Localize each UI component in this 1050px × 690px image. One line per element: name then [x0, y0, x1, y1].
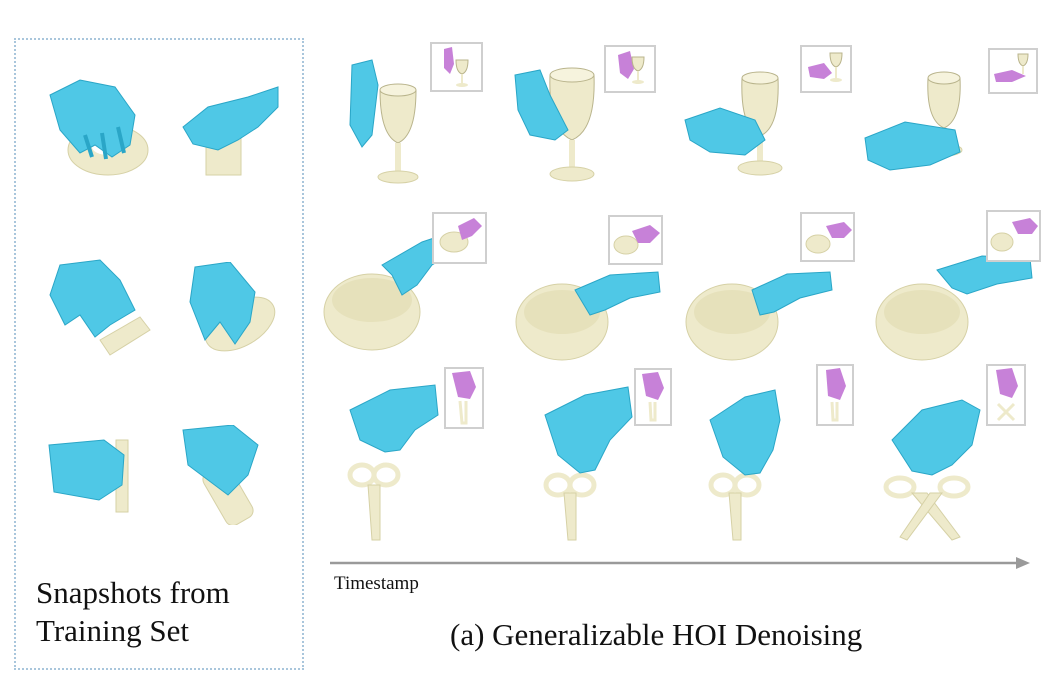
training-set-panel	[14, 38, 304, 670]
inset-scissors-4	[986, 364, 1026, 426]
inset-hand-icon	[444, 47, 469, 87]
frame-scissors-2	[543, 386, 633, 541]
inset-hand-icon	[618, 51, 645, 84]
inset-glass-4	[988, 48, 1038, 94]
frame-bowl-3	[685, 271, 833, 361]
inset-glass-3	[800, 45, 852, 93]
frame-glass-4	[864, 71, 963, 171]
frame-scissors-4	[883, 399, 981, 541]
inset-hand-icon	[613, 225, 660, 255]
frame-scissors-1	[347, 384, 439, 541]
inset-glass-2	[604, 45, 656, 93]
training-snapshot-plate	[48, 439, 129, 513]
training-snapshot-bar	[49, 259, 151, 356]
training-snapshot-mouse	[189, 262, 276, 352]
inset-bowl-3	[800, 212, 855, 262]
inset-bowl-1	[432, 212, 487, 264]
figure-caption: (a) Generalizable HOI Denoising	[450, 617, 863, 652]
timeline-label: Timestamp	[334, 573, 419, 594]
training-snapshot-phone	[182, 425, 259, 525]
inset-hand-icon	[994, 53, 1029, 82]
inset-scissors-1	[444, 367, 484, 429]
inset-scissors-3	[816, 364, 854, 426]
inset-bowl-2	[608, 215, 663, 265]
inset-hand-icon	[990, 218, 1038, 252]
frame-glass-2	[514, 67, 595, 182]
inset-bowl-4	[986, 210, 1041, 262]
inset-hand-icon	[805, 222, 852, 254]
frame-glass-3	[684, 71, 783, 176]
frame-glass-1	[349, 59, 419, 184]
inset-hand-icon	[996, 368, 1018, 422]
inset-hand-icon	[452, 371, 476, 425]
training-set-caption: Snapshots from Training Set	[36, 575, 230, 648]
training-snapshot-torus	[49, 79, 149, 176]
inset-glass-1	[430, 42, 483, 92]
frame-bowl-2	[515, 271, 661, 361]
frame-scissors-3	[708, 389, 781, 541]
inset-hand-icon	[439, 218, 482, 253]
inset-hand-icon	[808, 52, 843, 82]
inset-hand-icon	[642, 372, 664, 422]
inset-hand-icon	[826, 368, 846, 422]
frame-bowl-4	[875, 255, 1033, 361]
training-snapshot-cube	[182, 86, 279, 176]
timeline-arrow	[330, 557, 1030, 569]
inset-scissors-2	[634, 368, 672, 426]
